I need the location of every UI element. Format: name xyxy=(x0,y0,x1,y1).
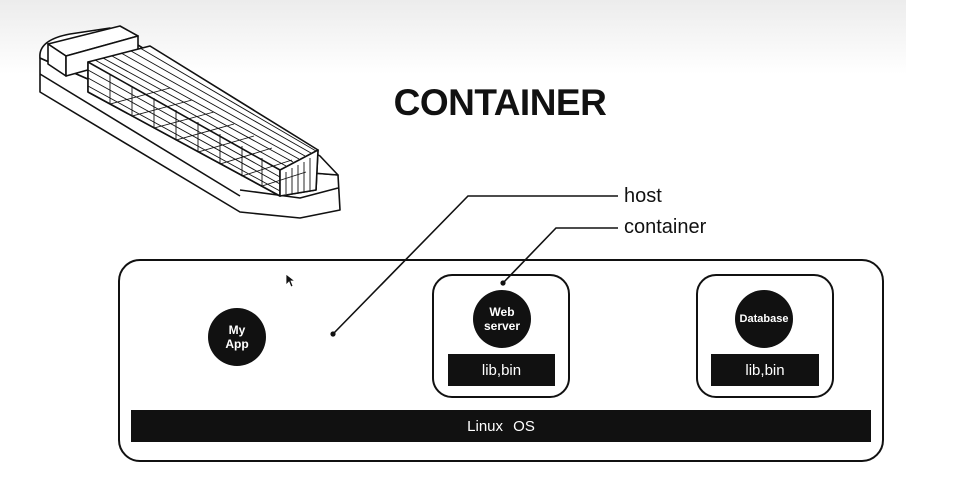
my-app-circle: My App xyxy=(208,308,266,366)
web-server-label-line2: server xyxy=(483,319,521,333)
database-container-box xyxy=(696,274,834,398)
database-circle: Database xyxy=(735,290,793,348)
web-server-circle: Web server xyxy=(473,290,531,348)
web-server-container-box xyxy=(432,274,570,398)
mouse-cursor-icon xyxy=(285,273,297,288)
host-leader-line xyxy=(332,195,618,335)
linux-os-bar: Linux OS xyxy=(131,410,871,442)
container-leader-line xyxy=(502,227,618,284)
host-leader-dot xyxy=(330,331,336,337)
container-leader-dot xyxy=(500,280,506,286)
web-server-label-line1: Web xyxy=(489,305,515,319)
my-app-label-line1: My xyxy=(228,323,246,337)
container-ship-icon xyxy=(39,25,341,219)
web-lib-bin-bar: lib,bin xyxy=(448,354,555,386)
host-box xyxy=(118,259,884,462)
host-callout-label: host xyxy=(624,185,662,207)
db-lib-bin-bar: lib,bin xyxy=(711,354,819,386)
database-label: Database xyxy=(739,313,789,325)
container-callout-label: container xyxy=(624,216,707,238)
my-app-label-line2: App xyxy=(225,337,249,351)
page-title: CONTAINER xyxy=(393,82,607,123)
